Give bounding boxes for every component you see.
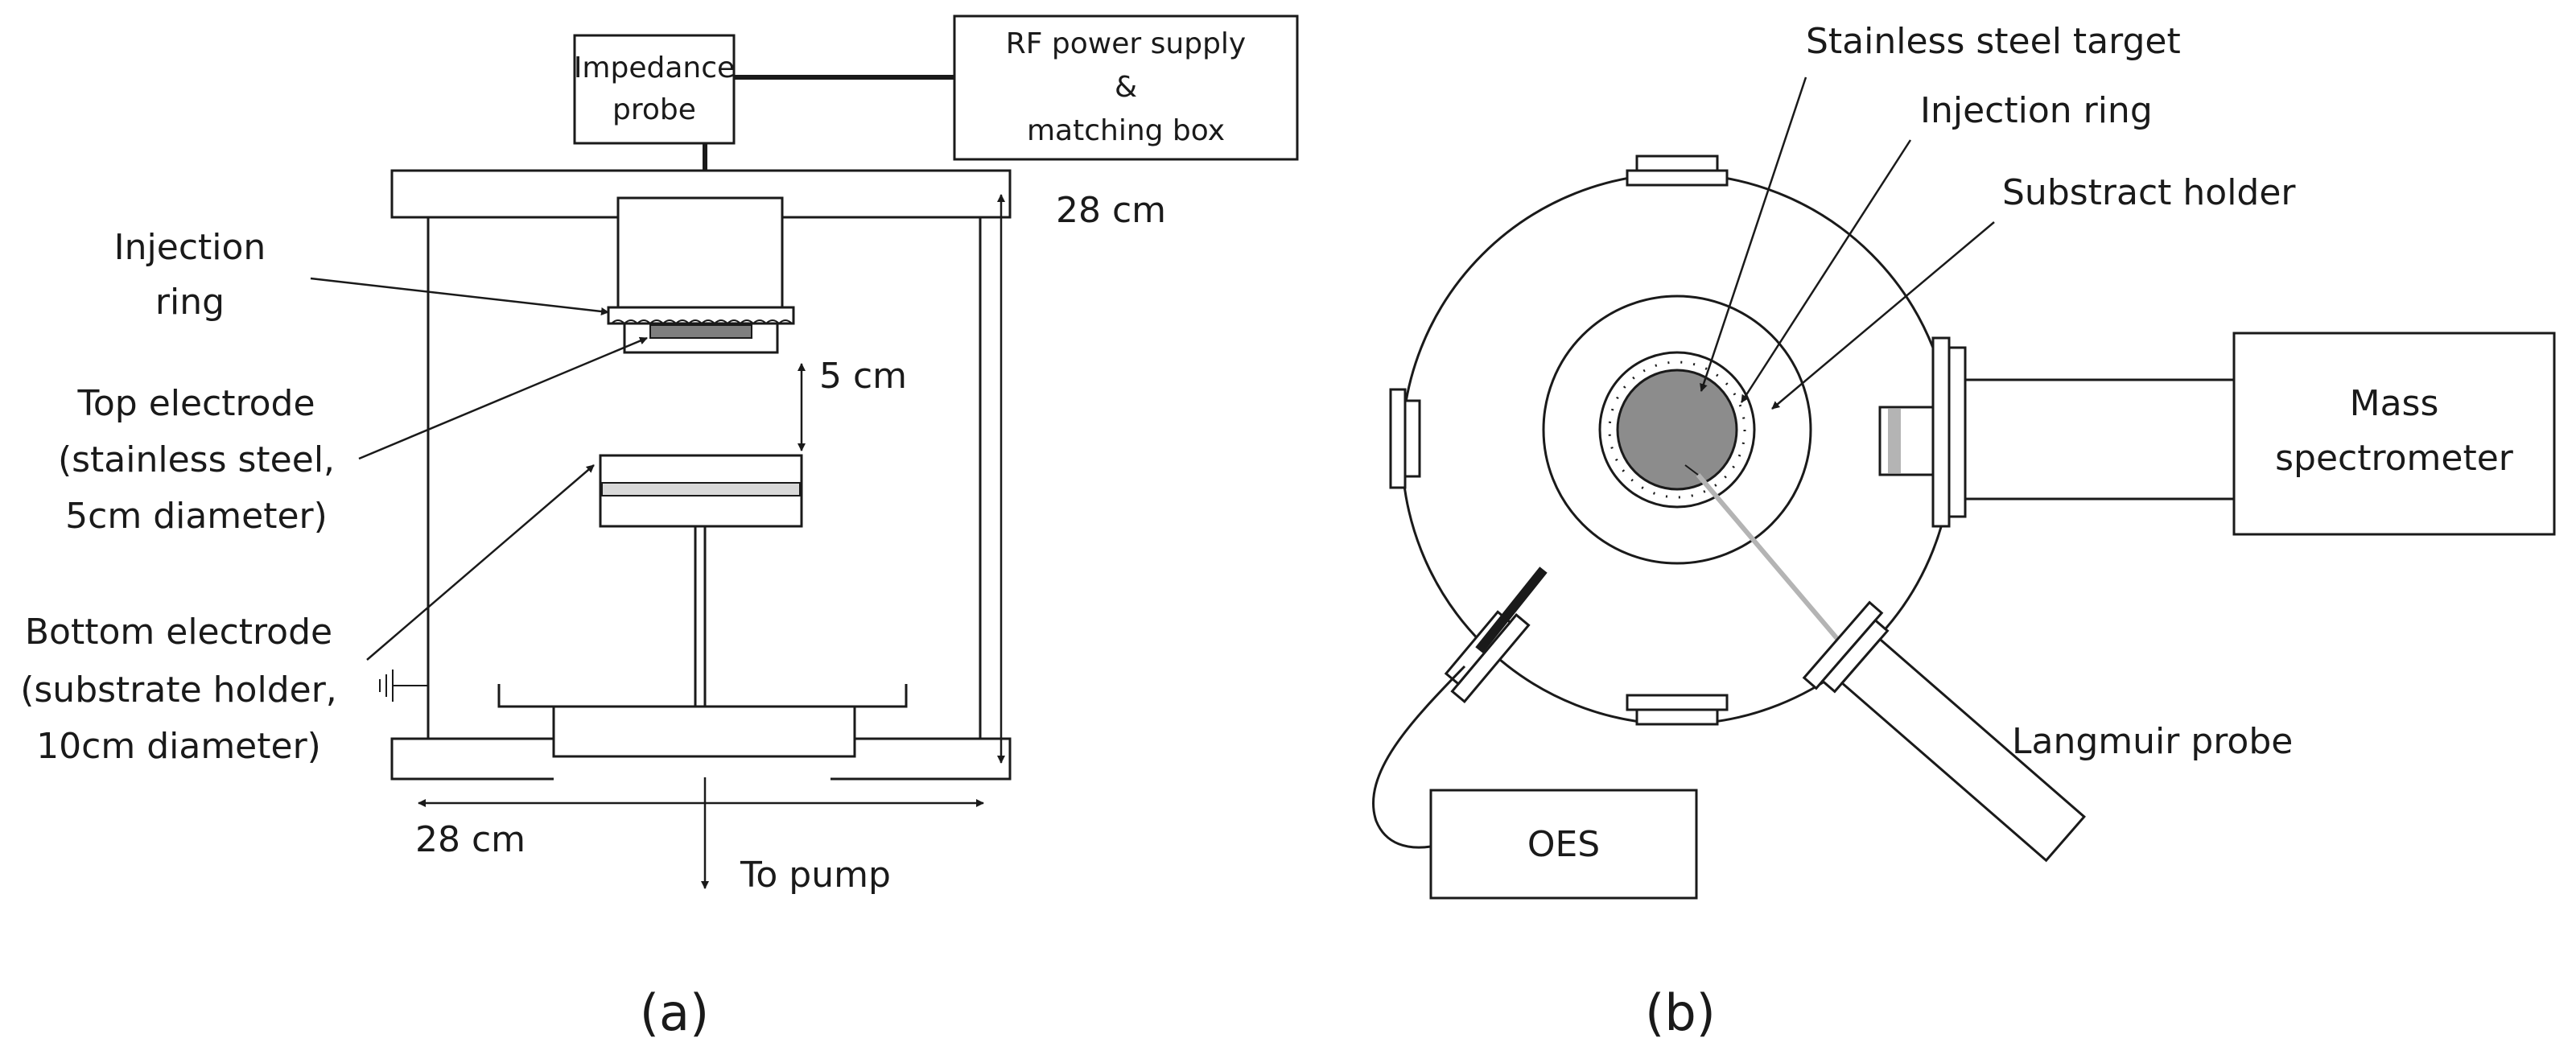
injection-ring-circle [1598, 351, 1756, 509]
panel-a: Impedance probe RF power supply & matchi… [20, 14, 1299, 1042]
panel-b: Mass spectrometer Langmuir probe OES St [1372, 21, 2556, 1042]
langmuir-probe-body [1802, 600, 2086, 863]
top-electrode-label-2: (stainless steel, [58, 439, 335, 480]
caption-b: (b) [1645, 983, 1716, 1042]
bottom-electrode-leader [366, 464, 595, 661]
pump-port-block [552, 705, 856, 758]
rf-supply-line2: & [1115, 71, 1137, 104]
pump-label: To pump [740, 855, 891, 896]
stainless-steel-target [1616, 369, 1738, 491]
bottom-electrode-label-2: (substrate holder, [20, 670, 337, 711]
bottom-electrode-label-3: 10cm diameter) [36, 726, 321, 767]
impedance-probe-line1: Impedance [574, 52, 735, 84]
orifice-plate [1878, 406, 1935, 476]
oes-box: OES [1429, 789, 1698, 900]
electrode-housing [616, 196, 784, 309]
top-electrode-shape [649, 324, 752, 339]
rf-supply-line3: matching box [1027, 114, 1225, 147]
top-electrode-label-3: 5cm diameter) [65, 496, 328, 537]
injection-ring-label-1: Injection [114, 227, 266, 268]
top-port [1626, 155, 1729, 187]
oes-label: OES [1527, 824, 1600, 865]
target-leader [1700, 76, 1807, 392]
top-electrode-leader [358, 336, 648, 460]
caption-a: (a) [640, 983, 709, 1042]
width-label: 28 cm [415, 819, 526, 860]
bottom-electrode-assembly [497, 454, 908, 758]
injection-ring-label-2: ring [155, 282, 225, 323]
holder-leader [1771, 221, 1995, 410]
injection-ring-leader-b [1740, 139, 1912, 403]
impedance-probe-box: Impedance probe [573, 34, 736, 145]
injection-ring-shape [607, 306, 795, 325]
impedance-probe-line2: probe [612, 93, 696, 126]
mass-spec-line1: Mass [2350, 383, 2439, 424]
injection-ring-label: Injection ring [1920, 90, 2153, 131]
rf-power-supply-box: RF power supply & matching box [953, 14, 1299, 161]
mass-spectrometer-box: Mass spectrometer [2232, 332, 2556, 536]
left-port [1389, 388, 1421, 489]
lower-platform [497, 684, 908, 708]
oes-fiber-cable [1372, 665, 1466, 849]
holder-label: Substract holder [2002, 172, 2296, 213]
bottom-port [1626, 694, 1729, 726]
mass-spectrometer-port [1878, 336, 2234, 528]
injection-holes-ring [1608, 361, 1746, 499]
top-electrode-assembly [607, 196, 795, 354]
bottom-electrode-label-1: Bottom electrode [25, 612, 332, 653]
oes-window-port [1444, 610, 1531, 704]
injection-ring-leader [310, 277, 609, 315]
top-electrode-label-1: Top electrode [76, 383, 315, 424]
substrate-band [601, 482, 801, 496]
ground-symbol [379, 670, 428, 702]
oes-fiber-head [1475, 567, 1548, 653]
gap-label: 5 cm [819, 356, 907, 397]
langmuir-probe-tip [1696, 473, 1845, 647]
rf-supply-line1: RF power supply [1006, 27, 1246, 60]
target-label: Stainless steel target [1806, 21, 2181, 62]
mass-spec-line2: spectrometer [2275, 438, 2514, 479]
substrate-holder-ring [1542, 295, 1812, 565]
height-label: 28 cm [1056, 190, 1166, 231]
langmuir-label: Langmuir probe [2012, 721, 2293, 762]
